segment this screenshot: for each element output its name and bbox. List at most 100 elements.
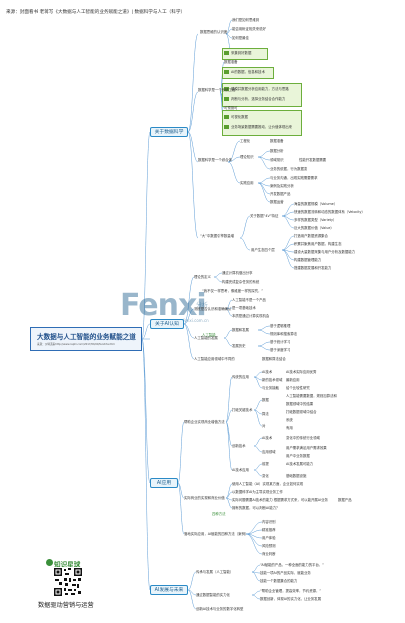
node-ds3-2: 理论知识 (240, 155, 254, 159)
node-app1-2f: 打破数据领域中结合 (286, 410, 317, 414)
marker-icon (224, 51, 229, 55)
node-app1-2g: 系统 (286, 418, 293, 422)
connector-line (177, 482, 185, 535)
connector-line (187, 131, 199, 239)
node-ds3-3a: 与业务沟通，出现实践需要需求 (270, 176, 318, 180)
node-ds4-2b: 积累并聚焦用户数据，构建生态 (294, 242, 342, 246)
branch-ai-cognition[interactable]: 关于AI认知 (150, 319, 184, 329)
node-app2-3: 实际问题需要AI技术的能力 根据需求方式来，可以能开展AI业务 (232, 498, 328, 502)
node-app1-1: 传统的应用 (232, 375, 249, 379)
node-ai-tag: 人工智能 (202, 333, 216, 337)
root-node[interactable]: 大数据与人工智能的业务赋能之道 来源：沙特道来http://www.raphi.… (30, 327, 142, 351)
root-title: 大数据与人工智能的业务赋能之道 (37, 333, 136, 341)
node-ds2-6: 可视化数据 (231, 115, 248, 119)
node-ds3-1a: 数据准备 (270, 139, 284, 143)
node-ai4-1: 数据和算法结合 (262, 357, 286, 361)
node-ds2-5: 可预测可 (224, 106, 238, 110)
node-ds2-7: 业务场景数据需要推动，让价值体现出来 (231, 125, 293, 129)
connector-line (253, 399, 263, 411)
node-app1-4: AI技术应用 (232, 468, 249, 472)
node-app2-2: 以数据科学AI为主导实现业务工作 (232, 490, 283, 494)
node-app1-2d: 数据领域中的结果 (286, 402, 314, 406)
connector-line (187, 589, 197, 596)
connector-line (227, 161, 241, 184)
node-ds4: “大”中数据引擎数量增 (200, 234, 235, 238)
node-ai1-1: 通过计算机做出分享 (222, 271, 253, 275)
node-ds3-3: 实践应用 (240, 181, 254, 185)
node-app1-2: 打破关键技术 (232, 408, 253, 412)
connector-line (183, 323, 195, 339)
node-ai3-1: 数据和发展 (232, 328, 249, 332)
node-app3: 落地实际应用，AI赋能的四种方法（案例） (184, 532, 249, 536)
marker-icon (224, 125, 229, 129)
node-app3-4: 风险预测 (262, 544, 276, 548)
node-ai2-2: 是一项基础技术 (232, 306, 256, 310)
node-app1-4b: 变化 (262, 474, 269, 478)
node-ds4-1d: 巨大的数据价值（Value） (294, 226, 334, 230)
node-app1-3: 创新技术 (232, 444, 246, 448)
branch-ai-future[interactable]: AI发展与未来 (150, 585, 188, 595)
node-ds3-2b: 领域常识 (270, 158, 284, 162)
highlight-box-3 (222, 83, 302, 107)
connector-line (257, 177, 271, 184)
connector-line (251, 594, 261, 600)
watermark-logo: Fenxi (120, 288, 207, 323)
node-app1-4c: AI技术发展可能力 (286, 462, 314, 466)
highlight-box-4 (222, 110, 302, 136)
node-ds4-1: 关于数据“4V”特征 (250, 214, 279, 218)
node-ds2-2: AI的数据，信息和技术 (231, 70, 265, 74)
node-app1-1b: 新的技术领域 (262, 378, 283, 382)
watermark-cn: 分析 (196, 302, 209, 309)
connector-line (257, 156, 271, 170)
node-app2-4: 拥有的数据，可以判断AI能力？ (232, 506, 280, 510)
node-app1-2h: 有用 (286, 426, 293, 430)
node-ds2-4: 判断与分析，选择业务结合合作能力 (231, 97, 286, 101)
node-ds3: 数据科学是一个综合体 (198, 158, 232, 162)
node-app3-2: 精准推荐 (262, 528, 276, 532)
node-ds1-1: 我们是如何思维到 (232, 18, 260, 22)
branch-ai-application[interactable]: AI应用 (150, 478, 178, 488)
connector-line (253, 445, 263, 453)
node-app1-2b: 算法 (262, 412, 269, 416)
node-app1-4d: 基础数据设施 (286, 474, 307, 478)
node-ai3-2a: 基于统计学习 (270, 340, 291, 344)
connector-line (253, 376, 263, 389)
qr-code-icon[interactable] (53, 567, 83, 597)
node-app1-3a: AI技术 (262, 436, 273, 440)
connector-line (227, 140, 241, 163)
connector-line (177, 421, 185, 484)
node-fu1: 传承与发展（人工智能） (196, 570, 234, 574)
node-app2-5: 数据产品 (338, 498, 352, 502)
connector-line (225, 33, 233, 39)
node-ds1-3: 如何是最佳 (232, 36, 249, 40)
branch-data-science[interactable]: 关于数据科学 (150, 127, 188, 137)
node-ds4-1a: 海量的数据规模（Volume） (294, 202, 338, 206)
connector-line (183, 323, 195, 360)
node-app3-5: 商业判断 (262, 552, 276, 556)
connector-line (251, 564, 261, 573)
node-ai2: 测底是否认识和准确确认 (194, 307, 232, 311)
node-fu1-2: 技能一项AI的产品实际，赋能业务 (260, 571, 311, 575)
connector-line (281, 249, 295, 269)
node-ai1: 理论的定义 (194, 275, 211, 279)
connector-line (257, 345, 271, 351)
node-ds4-2e: 搭建数据发展和开发能力 (294, 266, 332, 270)
connector-line (187, 571, 197, 591)
node-fu2-2: 数据创新，体现AI的实力化，让业务发展 (260, 597, 321, 601)
connector-line (225, 409, 233, 423)
connector-line (281, 215, 295, 229)
highlight-box-1 (222, 48, 268, 60)
node-app1-1f: 给个比较性研究 (286, 386, 310, 390)
node-app1-1d: AI技术实际应用优秀 (286, 370, 317, 374)
connector-line (187, 131, 199, 163)
node-ds3-2a: 数据分析 (270, 149, 284, 153)
marker-icon (224, 70, 229, 74)
node-ai3-2b: 基于深度学习 (270, 348, 291, 352)
node-ds1: 数据思维的认识度 (200, 30, 228, 34)
node-ai3-2: 发展历史 (232, 344, 246, 348)
connector-line (257, 329, 271, 335)
watermark-sub: fenxi.com.cn (183, 318, 209, 323)
node-fu2: 通过数据智能的实力化 (196, 593, 230, 597)
connector-line (225, 421, 233, 471)
connector-line (223, 329, 233, 339)
